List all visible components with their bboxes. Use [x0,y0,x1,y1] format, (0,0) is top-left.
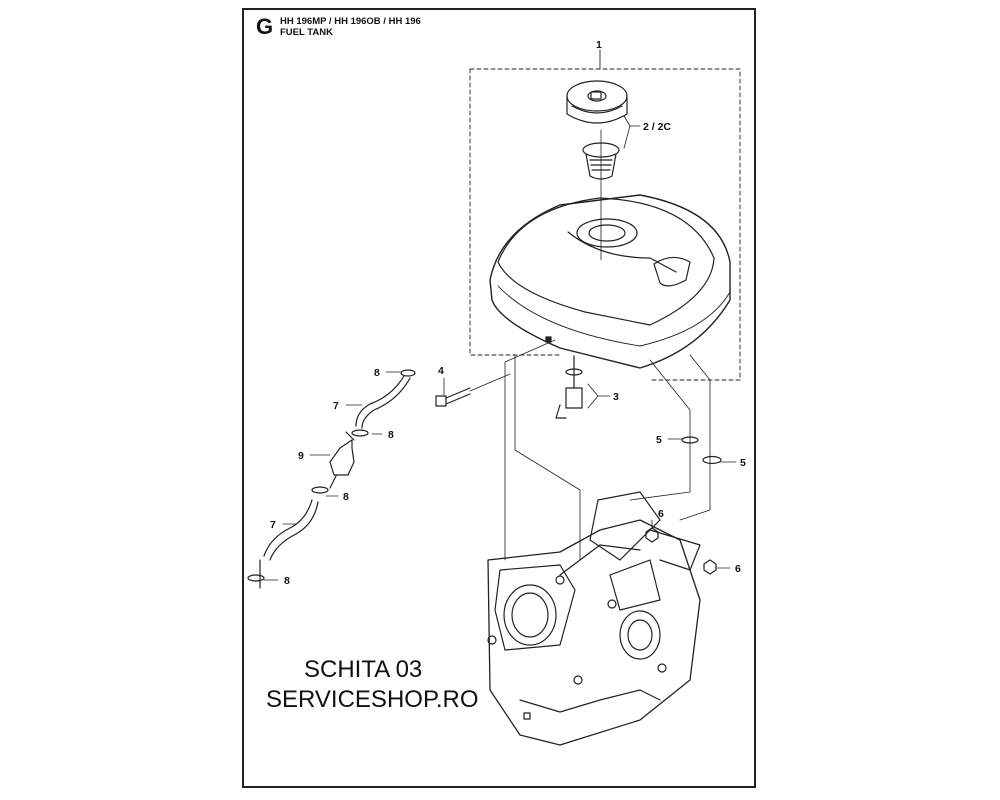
guide-line-mid [504,339,556,561]
callout-7-upper: 7 [333,400,339,412]
guide-line-right-2 [679,354,711,521]
washer-5-lower [702,455,722,465]
callout-5-lower: 5 [740,457,746,469]
tank-bolt [435,373,511,407]
fuel-valve [555,355,583,419]
callout-6-upper: 6 [658,508,664,520]
callout-2-2c: 2 / 2C [643,121,671,133]
watermark-line-2: SERVICESHOP.RO [266,686,479,713]
fuel-tank [489,194,731,369]
callout-7-lower: 7 [270,519,276,531]
callout-4: 4 [438,365,444,377]
callout-8-d: 8 [284,575,290,587]
kit-boundary [469,68,741,381]
guide-line-left [514,354,581,561]
fuel-cap [566,80,628,124]
section-letter: G [256,14,274,39]
guide-line-right-1 [629,359,691,501]
callout-5-upper: 5 [656,434,662,446]
callout-8-a: 8 [374,367,380,379]
section-title: FUEL TANK [280,27,333,38]
callout-9: 9 [298,450,304,462]
fuel-line-assembly [247,369,416,589]
nut-6-right [703,559,717,575]
engine-block [487,491,701,746]
drawing-frame [242,8,756,788]
callout-8-b: 8 [388,429,394,441]
callout-3: 3 [613,391,619,403]
callout-6-lower: 6 [735,563,741,575]
callout-1: 1 [596,39,602,51]
watermark-line-1: SCHITA 03 [304,656,423,683]
callout-8-c: 8 [343,491,349,503]
kit-boundary-left [469,68,561,356]
model-list: HH 196MP / HH 196OB / HH 196 [280,16,421,27]
